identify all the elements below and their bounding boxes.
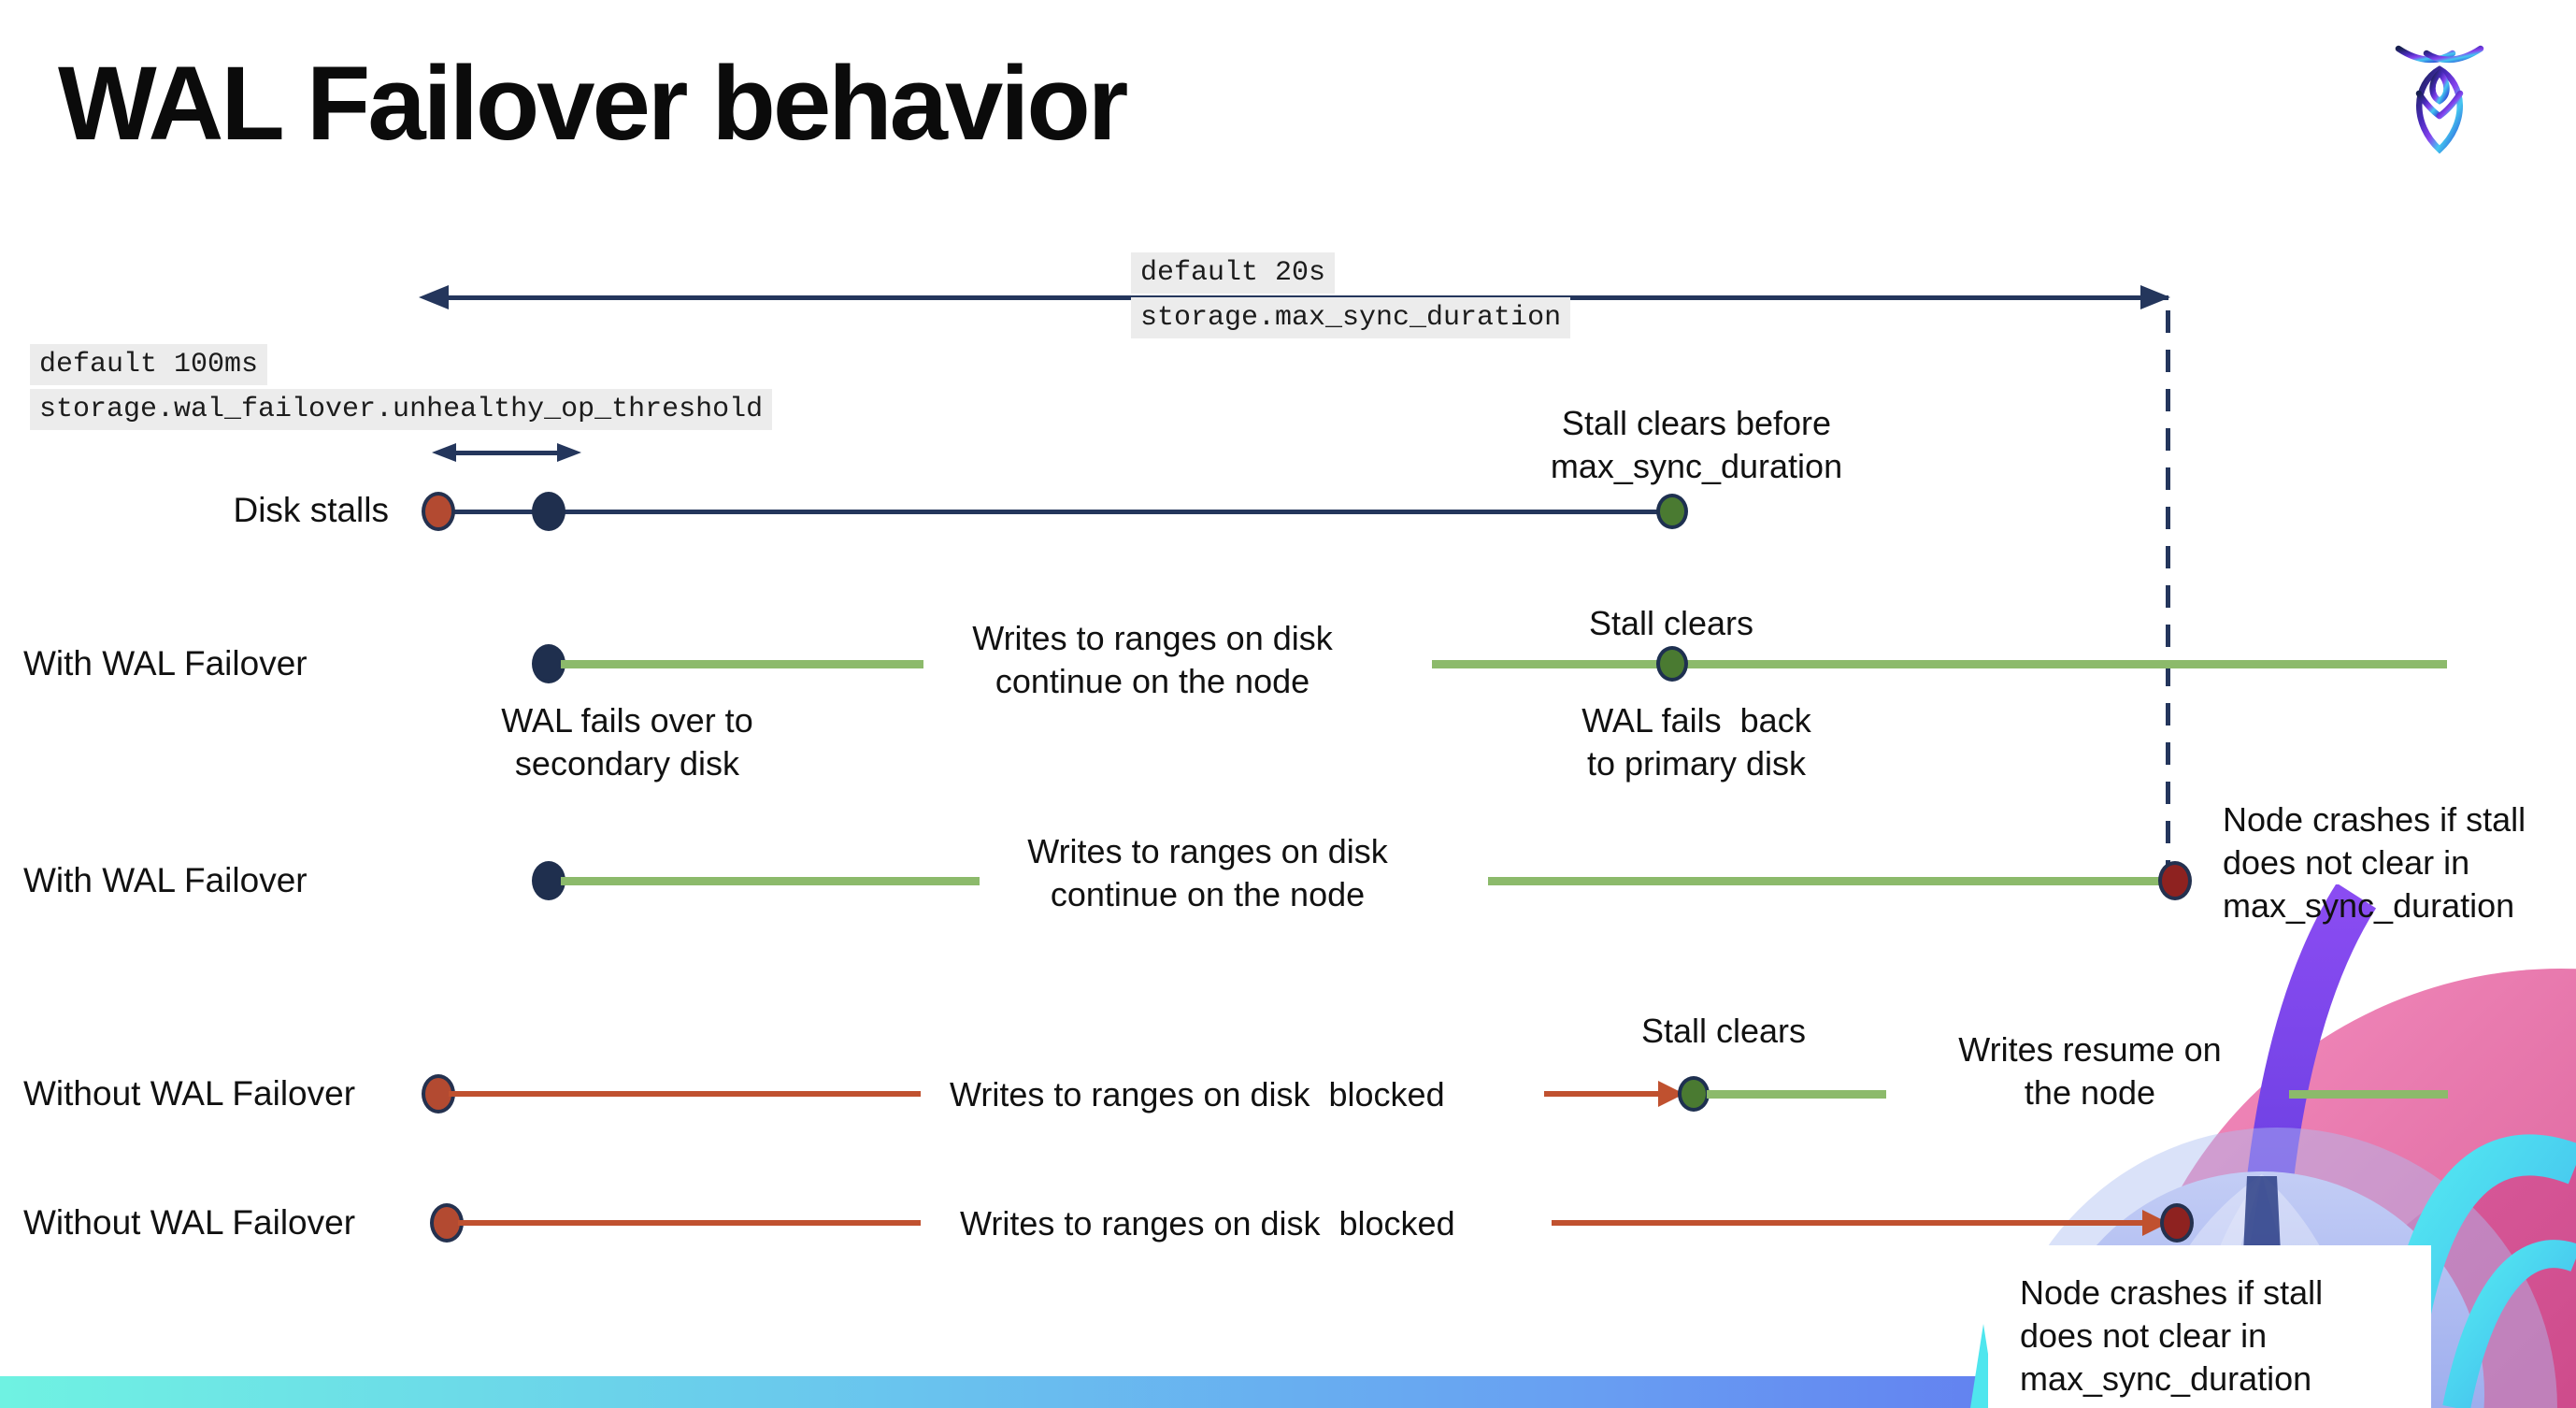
writes-resume-line — [2289, 1090, 2448, 1099]
row-label-with-wal-failover: With WAL Failover — [23, 644, 308, 682]
arrowhead-left-icon — [419, 285, 449, 309]
writes-continue-line — [561, 877, 980, 885]
page-title: WAL Failover behavior — [58, 45, 1128, 162]
writes-blocked-note: Writes to ranges on disk blocked — [960, 1204, 1455, 1243]
writes-continue-note: Writes to ranges on disk continue on the… — [972, 619, 1333, 700]
writes-blocked-line — [458, 1220, 921, 1226]
cockroachdb-logo-icon — [2395, 45, 2484, 154]
max-sync-config-label: default 20s storage.max_sync_duration — [1131, 252, 1571, 342]
writes-continue-note: Writes to ranges on disk continue on the… — [1027, 832, 1388, 913]
node-crashes-note: Node crashes if stall does not clear in … — [2223, 800, 2526, 925]
row-label-without-wal-failover: Without WAL Failover — [23, 1203, 356, 1242]
stall-clears-note: Stall clears — [1588, 604, 1754, 642]
wal-fails-back-note: WAL fails back to primary disk — [1581, 701, 1811, 783]
writes-continue-line — [1432, 660, 2447, 668]
writes-continue-line — [1488, 877, 2167, 885]
stall-clear-dot — [1656, 646, 1688, 682]
node-crash-dot — [2160, 1203, 2194, 1243]
node-crash-dot — [2158, 861, 2192, 900]
config-setting-name: storage.max_sync_duration — [1131, 297, 1571, 338]
config-default-value: default 100ms — [30, 344, 268, 385]
stall-clear-dot — [1656, 494, 1688, 529]
node-crashes-label-box: Node crashes if stall does not clear in … — [1988, 1245, 2431, 1408]
wal-fails-over-note: WAL fails over to secondary disk — [501, 701, 753, 783]
writes-blocked-line — [1552, 1220, 2150, 1226]
row-label-with-wal-failover: With WAL Failover — [23, 861, 308, 899]
config-setting-name: storage.wal_failover.unhealthy_op_thresh… — [30, 389, 773, 430]
row-label-disk-stalls: Disk stalls — [233, 491, 389, 529]
threshold-dot — [532, 492, 565, 531]
arrowhead-right-icon — [2140, 285, 2170, 309]
failover-dot — [532, 861, 565, 900]
writes-blocked-note: Writes to ranges on disk blocked — [950, 1075, 1445, 1113]
stall-clear-dot — [1678, 1076, 1710, 1112]
disk-stall-timeline — [438, 510, 1672, 514]
stall-clears-note: Stall clears — [1640, 1012, 1807, 1050]
writes-resume-note: Writes resume on the node — [1958, 1030, 2222, 1112]
stall-start-dot — [422, 492, 455, 531]
node-crashes-note: Node crashes if stall does not clear in … — [2020, 1273, 2324, 1398]
stall-clears-before-note: Stall clears before max_sync_duration — [1550, 404, 1843, 485]
writes-blocked-line — [449, 1091, 921, 1097]
max-sync-deadline-dashed-line — [2166, 310, 2170, 866]
unhealthy-op-config-label: default 100ms storage.wal_failover.unhea… — [30, 344, 773, 434]
arrowhead-left-icon — [432, 443, 456, 462]
threshold-span-line — [451, 451, 561, 455]
writes-resume-line — [1707, 1090, 1886, 1099]
writes-blocked-line — [1544, 1091, 1666, 1097]
config-default-value: default 20s — [1131, 252, 1336, 294]
arrowhead-right-icon — [557, 443, 581, 462]
row-label-without-wal-failover: Without WAL Failover — [23, 1074, 356, 1113]
writes-continue-line — [561, 660, 923, 668]
